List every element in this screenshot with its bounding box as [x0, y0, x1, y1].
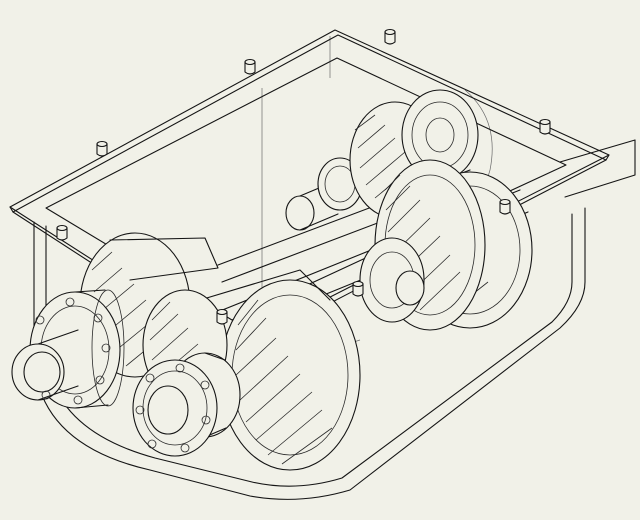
cover-bolt: [499, 198, 511, 215]
output-shaft-end: [285, 139, 636, 231]
cover-bolt: [56, 224, 68, 241]
cover-bolt: [539, 118, 551, 135]
cover-bolt: [216, 308, 228, 325]
intermediate-shaft-with-flange: [132, 352, 241, 457]
cover-bolt: [96, 140, 108, 157]
input-shaft-with-flange: [11, 289, 125, 409]
cover-bolts: [56, 28, 551, 325]
gear-front: [199, 269, 361, 471]
gear-center: [359, 159, 486, 331]
cover-bolt: [352, 280, 364, 297]
cover-bolt: [244, 58, 256, 75]
cover-bolt: [384, 28, 396, 45]
